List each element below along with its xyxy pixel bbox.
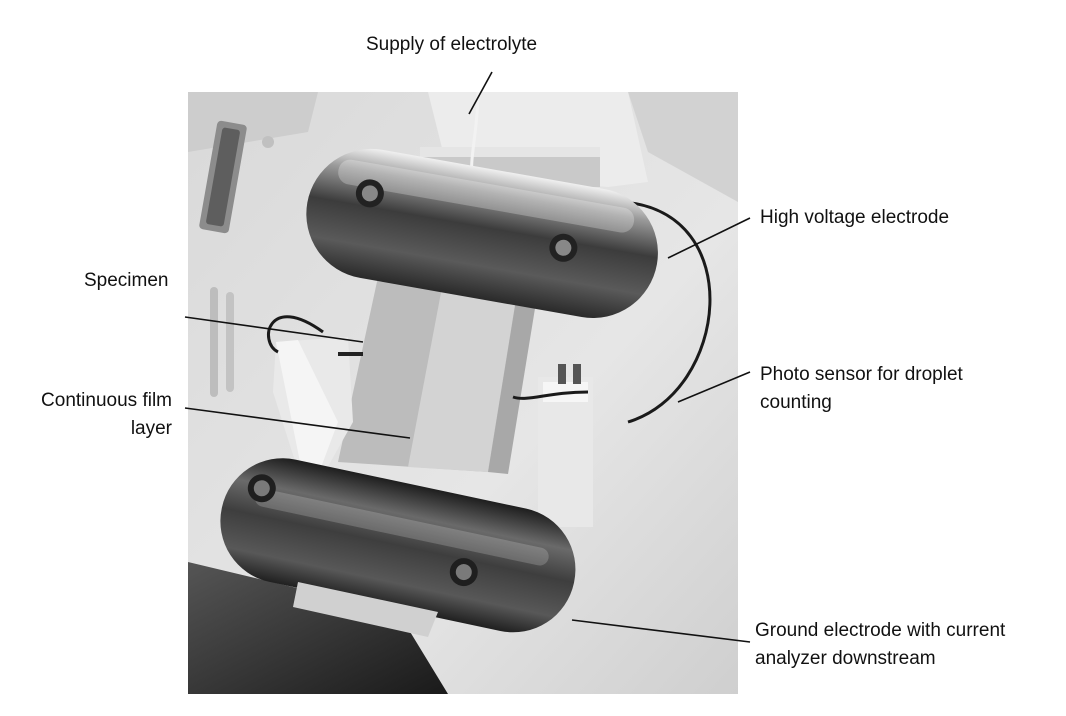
label-continuous-film-layer: Continuous film layer — [20, 387, 172, 443]
label-specimen: Specimen — [84, 270, 169, 291]
label-ground-electrode: Ground electrode with current analyzer d… — [755, 617, 1005, 673]
label-high-voltage-electrode: High voltage electrode — [760, 207, 950, 228]
label-ground-line2: analyzer downstream — [755, 648, 936, 669]
label-continuous-line1: Continuous film — [41, 390, 172, 411]
label-photo-line1: Photo sensor for droplet — [760, 364, 963, 385]
label-ground-line1: Ground electrode with current — [755, 620, 1006, 641]
apparatus-photo — [188, 92, 738, 694]
label-supply-of-electrolyte: Supply of electrolyte — [366, 34, 538, 55]
label-continuous-line2: layer — [130, 418, 172, 439]
label-photo-sensor: Photo sensor for droplet counting — [760, 361, 963, 417]
label-photo-line2: counting — [760, 392, 832, 413]
